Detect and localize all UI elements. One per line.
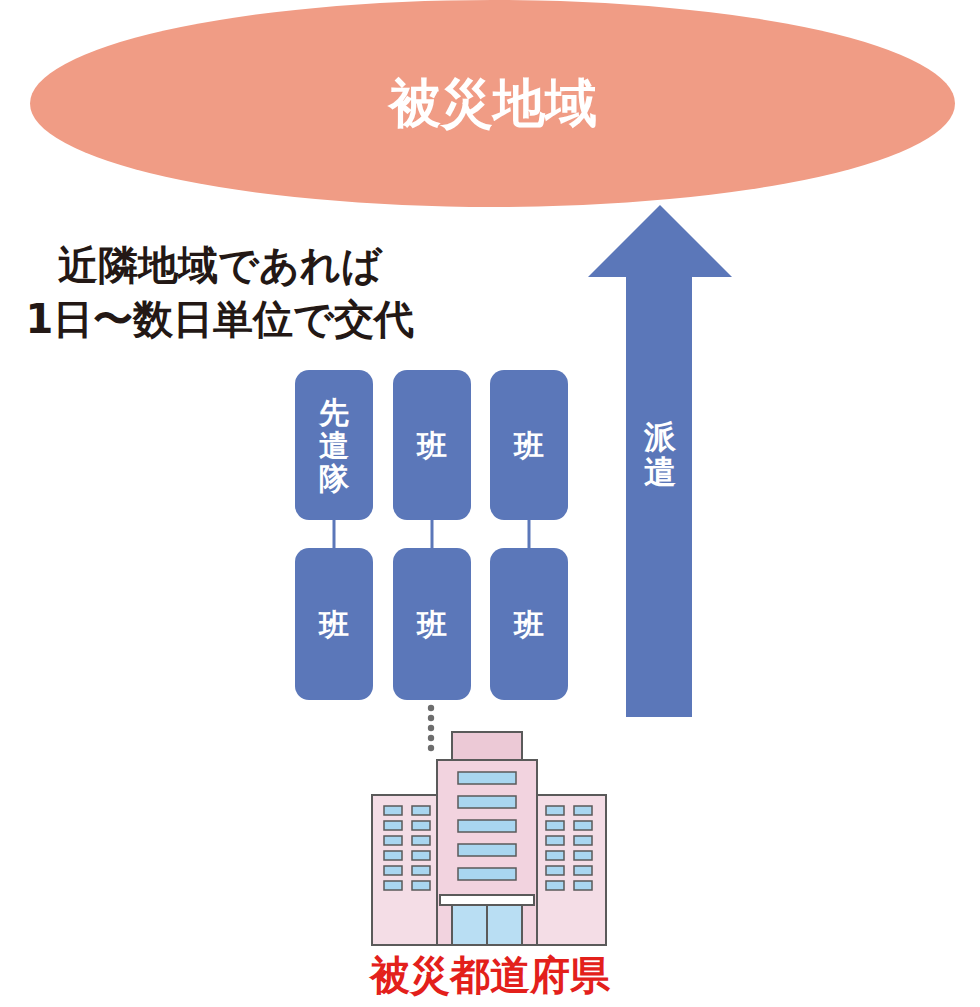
team-box: 班 bbox=[393, 370, 471, 520]
team-box: 班 bbox=[490, 370, 568, 520]
building-symbol bbox=[372, 732, 606, 945]
region-ellipse: 被災地域 bbox=[30, 0, 955, 207]
node-text: 班 bbox=[417, 429, 447, 462]
node-text: 班 bbox=[417, 608, 447, 641]
connector-line bbox=[528, 520, 531, 548]
connector-line bbox=[431, 520, 434, 548]
team-box: 先遣隊 bbox=[295, 370, 373, 520]
building-label: 被災都道府県 bbox=[330, 948, 650, 1002]
dispatch-arrow: 派遣 bbox=[588, 205, 732, 717]
team-box: 班 bbox=[295, 548, 373, 700]
connector-line bbox=[333, 520, 336, 548]
node-text: 被災地域 bbox=[389, 69, 597, 139]
node-text: 班 bbox=[514, 429, 544, 462]
note-text: 近隣地域であれば 1日〜数日単位で交代 bbox=[0, 238, 440, 346]
node-text: 派遣 bbox=[644, 420, 676, 490]
dotted-line bbox=[428, 705, 434, 751]
node-text: 班 bbox=[514, 608, 544, 641]
team-box: 班 bbox=[490, 548, 568, 700]
node-text: 班 bbox=[319, 608, 349, 641]
team-box: 班 bbox=[393, 548, 471, 700]
node-text: 先遣隊 bbox=[319, 396, 349, 495]
